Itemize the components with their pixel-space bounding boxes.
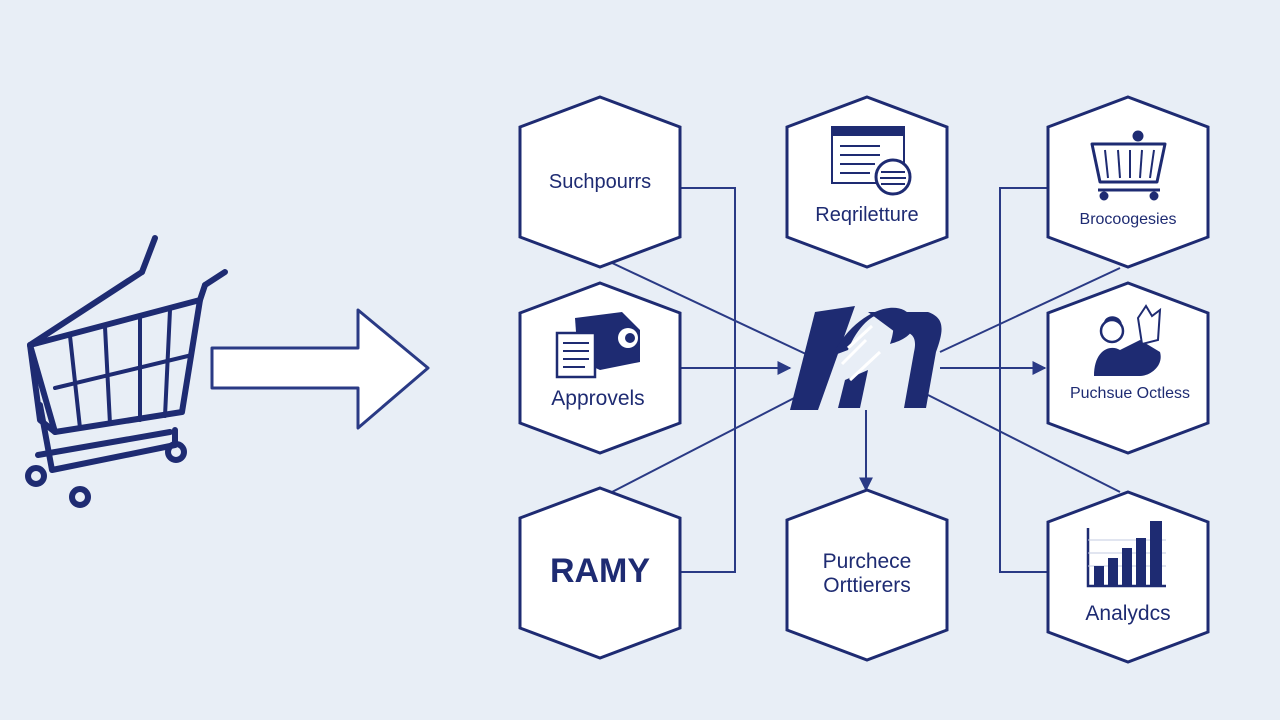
node-procurement: Brocoogesies — [1046, 95, 1210, 269]
node-suppliers: Suchpourrs — [518, 95, 682, 269]
brand-logo-text: RAMY — [550, 552, 650, 590]
node-label: Approvels — [551, 387, 644, 410]
node-approvals: Approvels — [518, 281, 682, 455]
node-requisition: Reqriletture — [785, 95, 949, 269]
node-label: Reqriletture — [815, 204, 918, 226]
node-purchase-orders-bottom: Purchece Orttierers — [785, 488, 949, 662]
node-label-line2: Orttierers — [823, 574, 911, 597]
document-icon — [831, 126, 912, 196]
person-icon — [1094, 304, 1162, 376]
node-label: Puchsue Octless — [1070, 385, 1190, 402]
node-label: Suchpourrs — [549, 171, 651, 193]
node-label: Brocoogesies — [1080, 211, 1177, 228]
right-arrow-icon — [210, 308, 430, 430]
node-brand: RAMY — [518, 486, 682, 660]
connector-lines — [609, 187, 1121, 573]
node-label: Analydcs — [1085, 602, 1170, 625]
node-label-line1: Purchece — [823, 550, 912, 573]
node-analytics: Analydcs — [1046, 490, 1210, 664]
shopping-cart-icon — [25, 235, 228, 508]
node-purchase-orders-right: Puchsue Octless — [1046, 281, 1210, 455]
hub-logo-icon — [790, 306, 942, 410]
basket-icon — [1090, 130, 1167, 201]
bar-chart-icon — [1086, 521, 1166, 588]
documents-icon — [555, 312, 640, 379]
